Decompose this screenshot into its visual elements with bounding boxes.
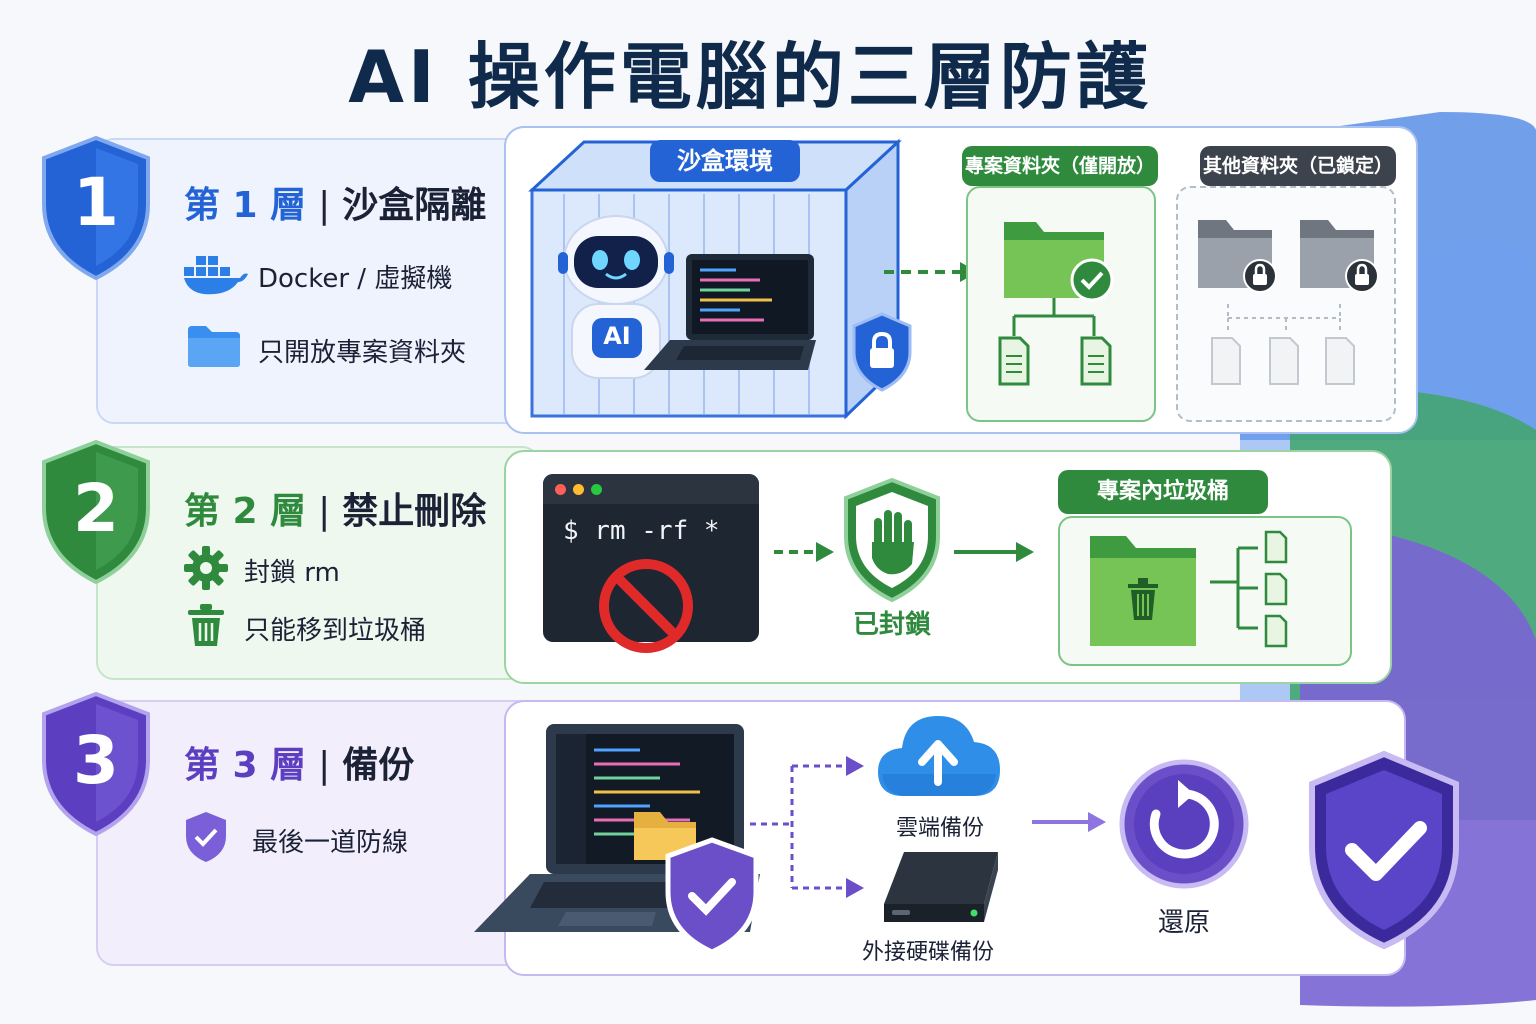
layer3-number: 3 <box>73 722 119 799</box>
terminal-titlebar <box>543 474 759 504</box>
folder-icon <box>188 326 240 367</box>
layer1-separator: | <box>318 185 331 226</box>
shield-check-icon <box>186 812 226 862</box>
restore-label: 還原 <box>1157 908 1210 938</box>
terminal-command: $ rm -rf * <box>563 516 720 546</box>
external-disk-icon <box>884 852 998 922</box>
layer3-left-card <box>96 700 540 966</box>
cloud-backup-label: 雲端備份 <box>895 816 984 841</box>
terminal-max-dot <box>591 484 602 495</box>
layer1-label: 第 1 層 <box>184 185 307 226</box>
sandbox-label: 沙盒環境 <box>650 140 800 182</box>
layer2-number: 2 <box>73 470 119 547</box>
locked-folders-icon <box>1198 220 1379 385</box>
layer2-left-card <box>96 446 540 680</box>
sandbox-laptop-icon <box>644 254 816 370</box>
gear-icon <box>184 546 228 590</box>
cloud-upload-icon <box>878 716 1000 796</box>
layer1-shield-icon <box>42 135 150 281</box>
terminal-close-dot <box>555 484 566 495</box>
project-folder-icon <box>998 222 1114 386</box>
layer2-shield-icon <box>42 439 150 585</box>
robot-icon <box>558 215 674 379</box>
laptop-shield-check-icon <box>665 837 759 955</box>
layer3-name: 備份 <box>342 745 415 786</box>
layer2-separator: | <box>318 491 331 532</box>
terminal-min-dot <box>573 484 584 495</box>
stop-hand-shield-icon <box>844 477 940 603</box>
restore-arrow <box>1032 812 1106 832</box>
blocked-label: 已封鎖 <box>852 610 931 640</box>
layer1-bullet-folder: 只開放專案資料夾 <box>258 338 467 368</box>
disk-backup-label: 外接硬碟備份 <box>861 940 994 965</box>
layer3-separator: | <box>318 745 331 786</box>
project-folder-label: 專案資料夾（僅開放） <box>962 146 1158 186</box>
layer3-bullet-last-line: 最後一道防線 <box>252 828 409 858</box>
trash-label: 專案內垃圾桶 <box>1058 470 1268 514</box>
layer1-bullet-docker: Docker / 虛擬機 <box>258 264 453 294</box>
layer3-label: 第 3 層 <box>184 745 307 786</box>
other-folder-label: 其他資料夾（已鎖定） <box>1200 146 1396 186</box>
trash-folder-icon <box>1090 530 1288 648</box>
layer1-name: 沙盒隔離 <box>342 185 487 226</box>
trash-icon <box>188 604 224 646</box>
layer2-name: 禁止刪除 <box>342 491 487 532</box>
layer2-bullet-block-rm: 封鎖 rm <box>244 558 340 588</box>
layer3-heading: 第 3 層 | 備份 <box>184 736 414 788</box>
backup-branch-arrows <box>750 756 864 898</box>
layer2-heading: 第 2 層 | 禁止刪除 <box>184 482 486 534</box>
layer2-label: 第 2 層 <box>184 491 307 532</box>
prohibited-icon <box>599 559 693 653</box>
restore-icon <box>1119 759 1249 889</box>
layer3-shield-icon <box>42 691 150 837</box>
final-shield-check-icon <box>1309 750 1459 950</box>
layer1-number: 1 <box>73 164 119 241</box>
docker-whale-icon <box>184 256 248 295</box>
robot-ai-badge: AI <box>603 322 631 350</box>
layer2-bullet-trash: 只能移到垃圾桶 <box>244 616 427 646</box>
layer1-heading: 第 1 層 | 沙盒隔離 <box>184 176 486 228</box>
layer2-arrow-1 <box>774 542 834 562</box>
project-folder-panel <box>966 186 1156 422</box>
lock-shield-icon <box>852 312 912 392</box>
layer2-arrow-2 <box>954 542 1034 562</box>
page-title: AI 操作電腦的三層防護 <box>348 35 1152 119</box>
